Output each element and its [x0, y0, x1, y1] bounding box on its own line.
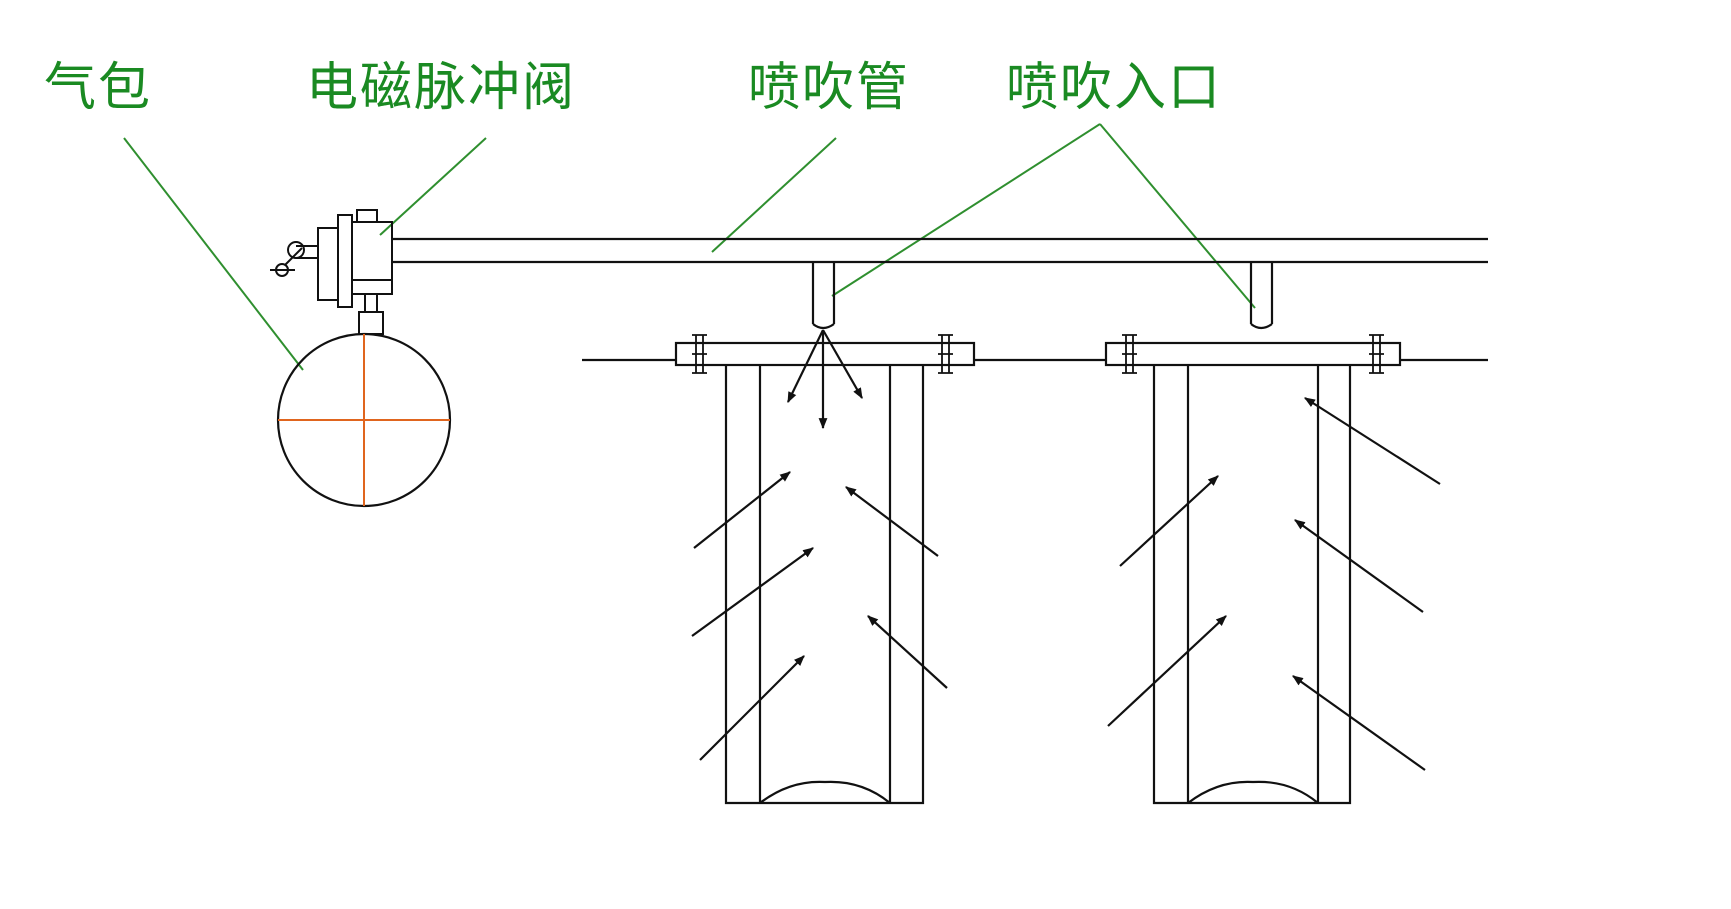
flow-arrow: [1292, 675, 1426, 771]
bag-1-flow: [691, 471, 948, 761]
pulse-valve-body: [270, 209, 393, 335]
label-pulse-valve: 电磁脉冲阀: [306, 58, 577, 118]
label-blow-inlet: 喷吹入口: [1006, 58, 1223, 118]
air-drum-centerlines: [278, 334, 450, 506]
nozzle-sprays: [787, 329, 863, 430]
drawing-geometry: [270, 209, 1488, 805]
leader-pulse-valve: [379, 137, 487, 236]
leader-air-drum: [123, 137, 304, 371]
leader-lines: [123, 123, 1256, 371]
flange-left: [674, 341, 976, 367]
bag-2-flow: [1107, 397, 1441, 771]
flow-arrow: [1119, 475, 1219, 567]
flow-arrow: [699, 655, 805, 761]
flow-arrow: [691, 547, 814, 637]
flange-right: [1104, 341, 1402, 367]
flow-arrow: [693, 471, 791, 549]
leader-blow-inlet-1: [831, 123, 1101, 297]
leader-blow-pipe: [711, 137, 837, 253]
bag-2: [1152, 365, 1352, 805]
flow-arrow: [1304, 397, 1441, 485]
flow-arrow: [867, 615, 948, 689]
flow-arrow: [1107, 615, 1227, 727]
flow-arrow: [845, 486, 939, 557]
flow-arrow: [1294, 519, 1424, 613]
leader-blow-inlet-2: [1099, 123, 1256, 309]
bolts: [692, 334, 1384, 374]
nozzle-right: [1249, 262, 1274, 330]
bag-1: [724, 365, 925, 805]
label-air-drum: 气包: [44, 58, 153, 118]
label-blow-pipe: 喷吹管: [748, 58, 911, 118]
spray-line: [822, 329, 863, 399]
spray-line: [787, 329, 824, 403]
nozzle-left: [811, 262, 836, 330]
